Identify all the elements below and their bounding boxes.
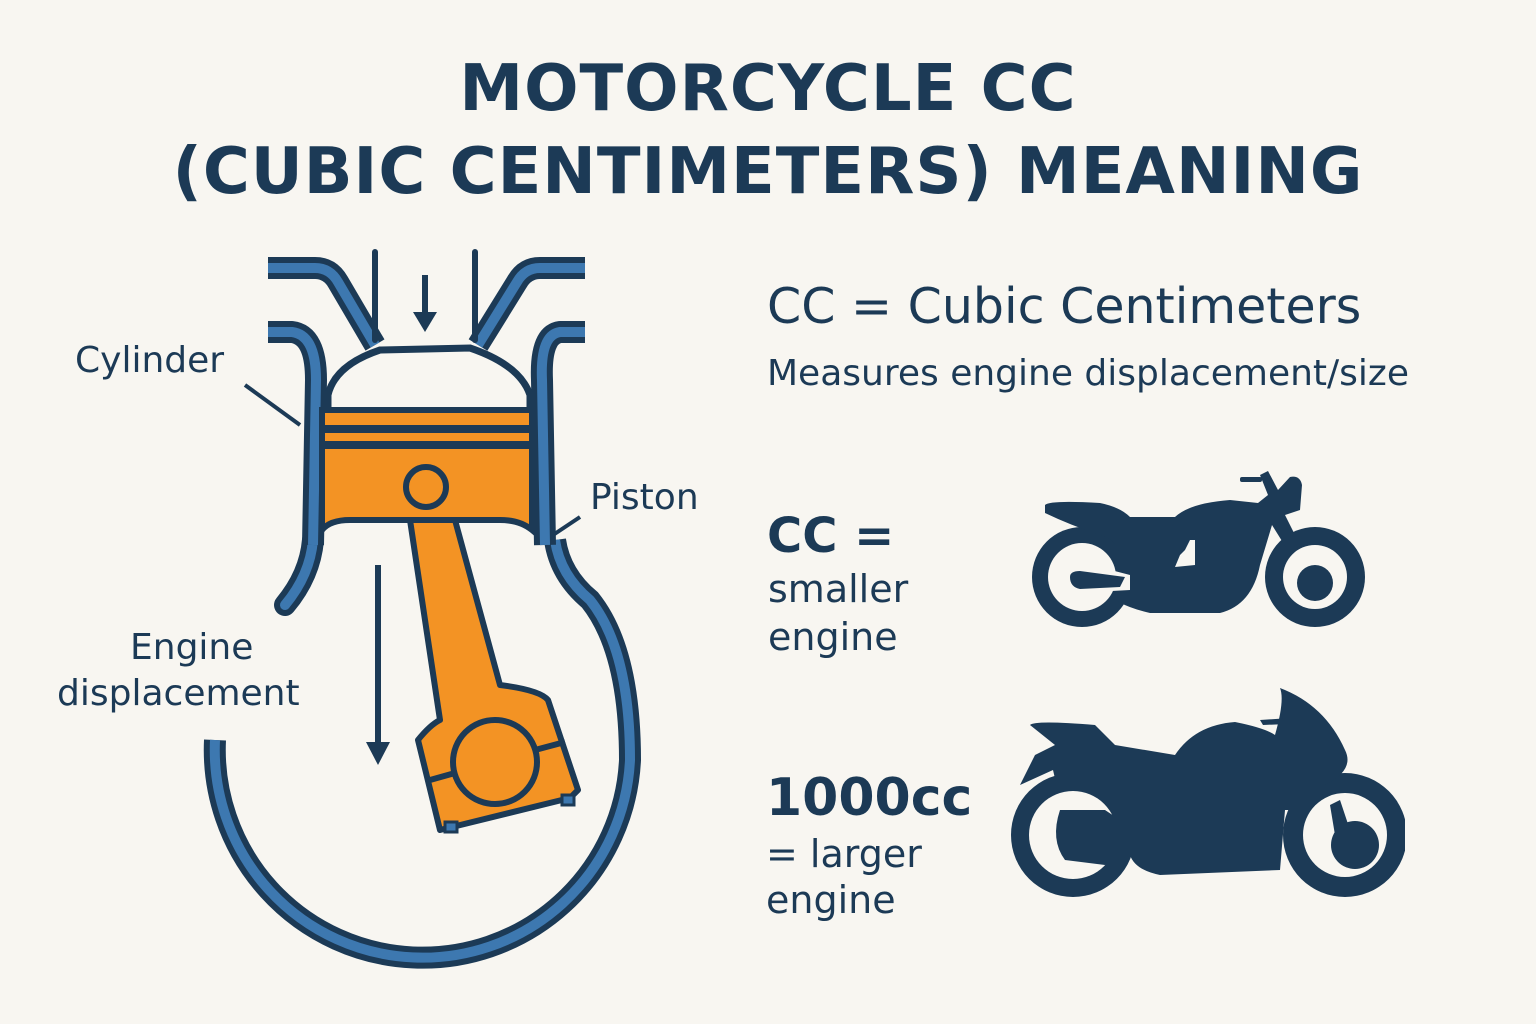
piston-leader-line: [551, 515, 582, 537]
small-cc-line2: smaller: [768, 567, 909, 611]
small-cc-line1: CC =: [767, 508, 895, 564]
cylinder-leader-line: [243, 383, 302, 427]
connecting-rod: [407, 517, 581, 834]
large-cc-line3: engine: [766, 878, 896, 922]
large-cc-line2: = larger: [766, 832, 922, 876]
cylinder-walls: [268, 257, 585, 546]
large-cc-line1: 1000cc: [766, 768, 973, 828]
displacement-arrow-icon: [366, 565, 390, 765]
cylinder-label: Cylinder: [75, 340, 225, 381]
sport-motorcycle-icon: [1011, 688, 1405, 897]
piston-label: Piston: [590, 477, 699, 518]
intake-arrow-icon: [413, 275, 437, 332]
small-cc-line3: engine: [768, 615, 898, 659]
title-line-1: MOTORCYCLE CC: [459, 52, 1077, 126]
definition-heading: CC = Cubic Centimeters: [767, 278, 1362, 335]
definition-subtext: Measures engine displacement/size: [767, 353, 1409, 394]
standard-motorcycle-icon: [1032, 471, 1365, 627]
title-line-2: (CUBIC CENTIMETERS) MEANING: [172, 135, 1364, 209]
engine-displacement-label-line1: Engine: [130, 627, 254, 668]
crankcase: [203, 529, 642, 969]
engine-displacement-label-line2: displacement: [57, 673, 300, 714]
piston: [319, 407, 535, 539]
